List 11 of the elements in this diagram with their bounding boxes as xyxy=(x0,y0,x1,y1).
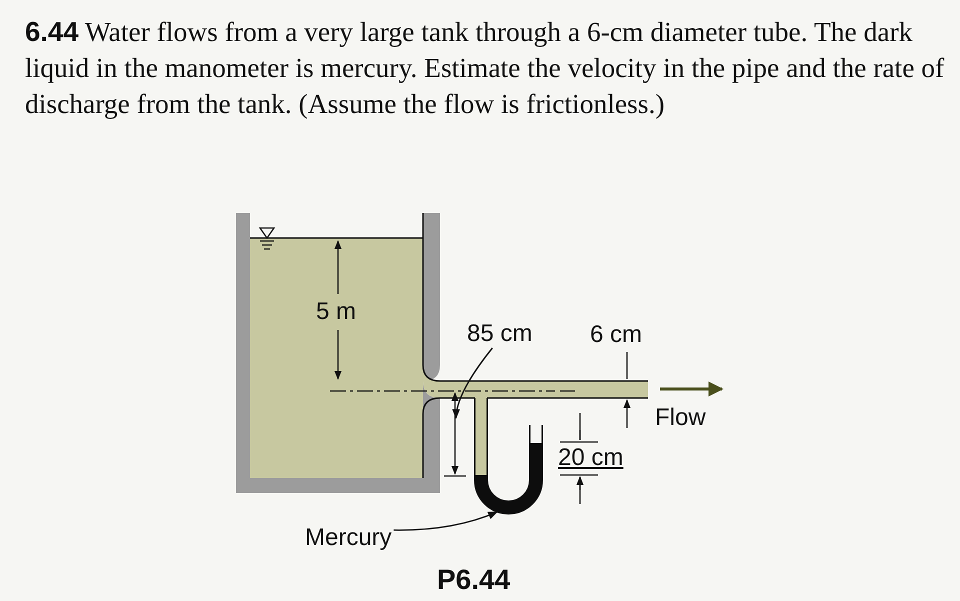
dimension-label: 85 cm xyxy=(467,322,532,346)
problem-statement: 6.44 Water flows from a very large tank through a 6-cm diameter tube. The dark liquid in the manometer is mercury. Estimate the velocity in the pipe and the rate of discharge from the tank. (Assume the flow is frictionless.) xyxy=(25,15,946,121)
figure-caption: P6.44 xyxy=(437,566,510,594)
leader-line xyxy=(452,348,493,419)
leader-line xyxy=(394,511,498,531)
part-label: Mercury xyxy=(305,526,392,550)
flow-label: Flow xyxy=(655,406,706,430)
mercury-column xyxy=(475,443,542,514)
dimension-label: 20 cm xyxy=(558,446,624,470)
dimension-label: 5 m xyxy=(316,300,356,324)
dimension-label: 6 cm xyxy=(590,323,642,347)
